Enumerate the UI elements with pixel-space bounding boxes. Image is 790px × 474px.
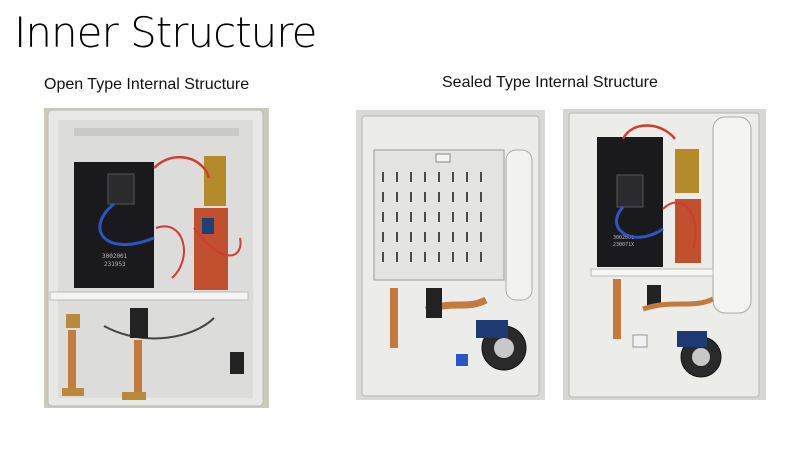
sealed-type-photo-right: 3002001 230071X: [563, 109, 766, 400]
sealed-type-photo-left: [356, 110, 545, 400]
open-type-photo: 3002001 231953: [44, 108, 269, 408]
sealed-type-photo-right-illustration: 3002001 230071X: [563, 109, 766, 400]
open-type-photo-illustration: 3002001 231953: [44, 108, 269, 408]
sealed-type-photo-left-illustration: [356, 110, 545, 400]
sealed-type-caption: Sealed Type Internal Structure: [442, 74, 658, 91]
open-type-caption: Open Type Internal Structure: [44, 76, 250, 93]
board-label-line-1: 3002001: [613, 235, 634, 241]
board-label-line-2: 230071X: [613, 242, 634, 248]
board-label-line-2: 231953: [104, 261, 126, 268]
board-label-line-1: 3002001: [102, 253, 128, 260]
expansion-tank: [505, 149, 533, 301]
page-title: Inner Structure: [14, 8, 317, 57]
